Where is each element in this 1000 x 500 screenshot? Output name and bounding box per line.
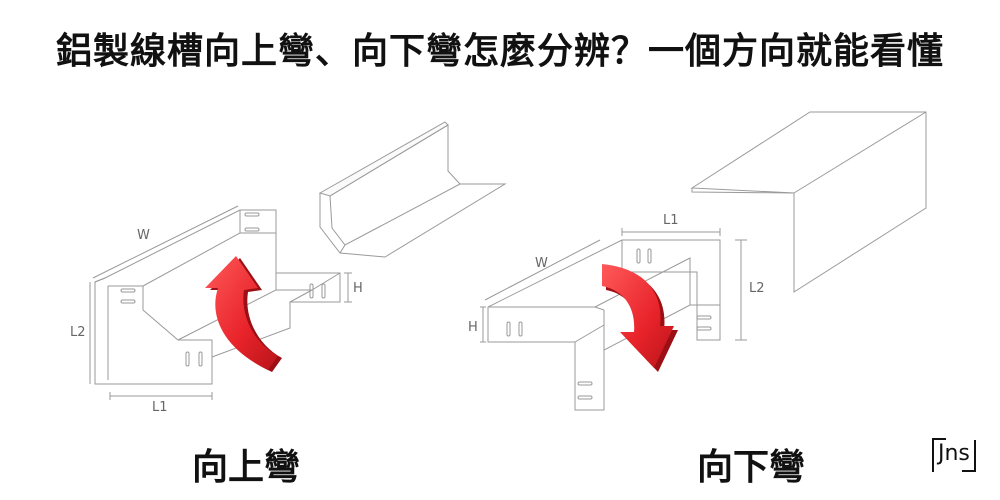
label-h-left: H bbox=[353, 281, 363, 296]
upward-bend-figure bbox=[89, 121, 507, 400]
label-w-left: W bbox=[137, 228, 150, 243]
label-l2-right: L2 bbox=[749, 281, 765, 296]
downward-bend-tray-body bbox=[487, 239, 721, 411]
upward-bend-dimensions bbox=[89, 205, 352, 400]
label-h-right: H bbox=[468, 320, 478, 335]
upward-bend-angle-piece bbox=[318, 121, 507, 258]
logo-text: Jns bbox=[938, 441, 970, 466]
logo-bracket-left bbox=[932, 440, 934, 472]
downward-bend-figure bbox=[480, 111, 927, 411]
label-l1-right: L1 bbox=[663, 213, 679, 228]
downward-bend-angle-piece bbox=[690, 111, 927, 293]
logo-bracket-top bbox=[932, 438, 946, 440]
label-l2-left: L2 bbox=[70, 325, 86, 340]
downward-arrow bbox=[602, 264, 678, 372]
brand-logo: Jns bbox=[932, 438, 976, 472]
label-w-right: W bbox=[535, 256, 548, 271]
caption-downward-bend: 向下彎 bbox=[697, 447, 806, 488]
logo-bracket-right bbox=[974, 440, 976, 472]
upward-arrow bbox=[205, 256, 282, 372]
label-l1-left: L1 bbox=[152, 400, 168, 415]
page-title: 鋁製線槽向上彎、向下彎怎麼分辨？一個方向就能看懂 bbox=[55, 31, 944, 72]
logo-bracket-bottom bbox=[962, 470, 976, 472]
downward-bend-dimensions bbox=[480, 228, 747, 343]
caption-upward-bend: 向上彎 bbox=[192, 447, 301, 488]
